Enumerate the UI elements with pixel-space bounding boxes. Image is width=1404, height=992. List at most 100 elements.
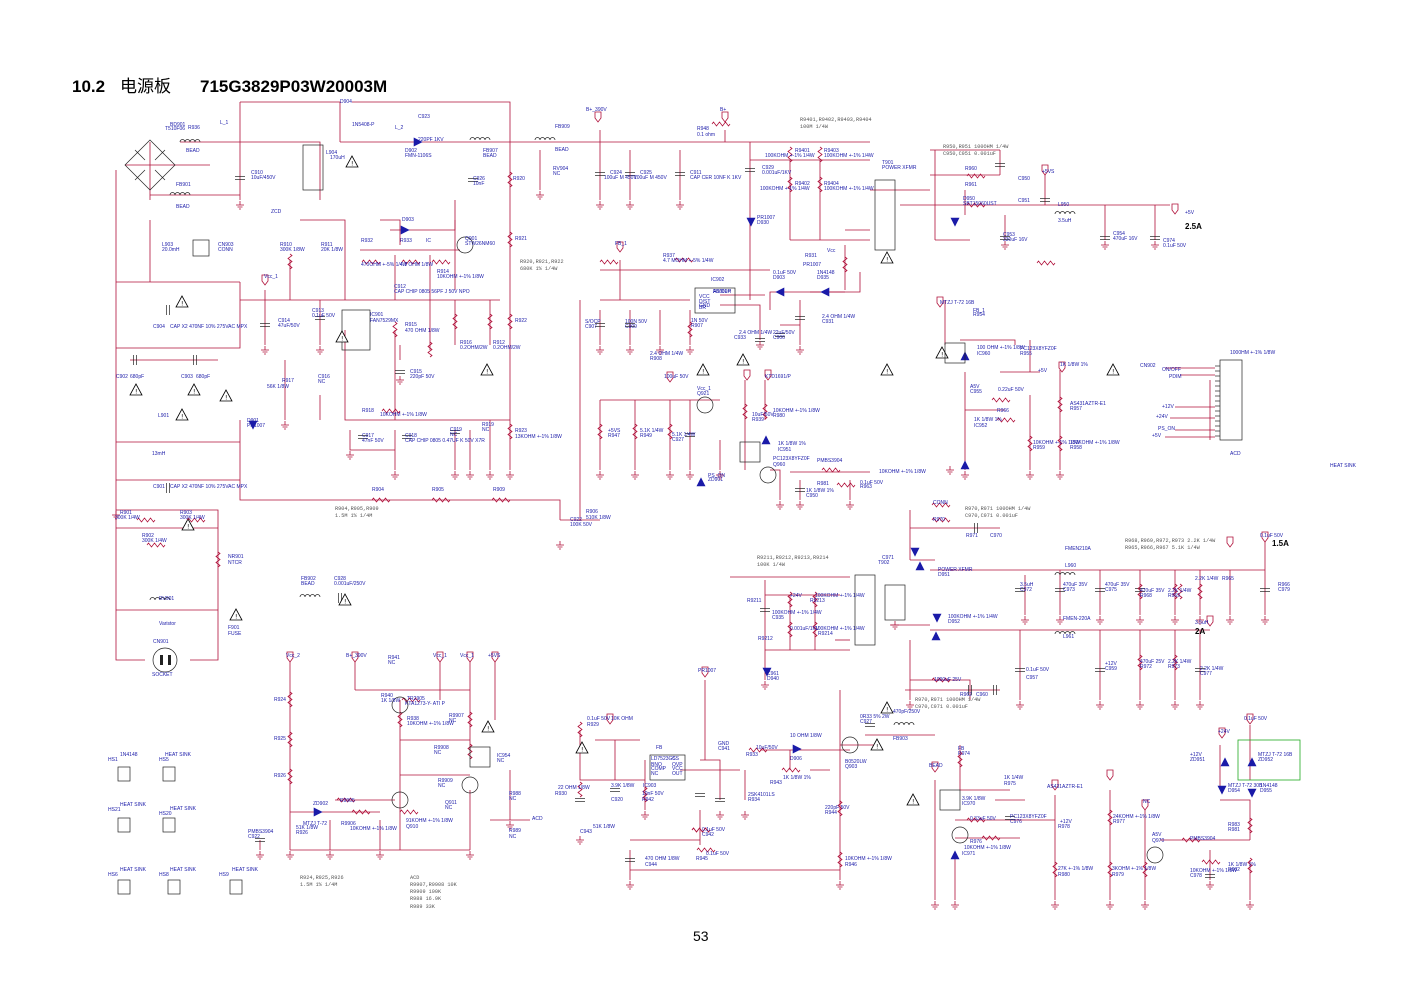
component-label: 3.5uH [1195, 620, 1209, 626]
component-label: C955 [970, 389, 982, 395]
component-label: NC [651, 771, 659, 777]
component-label: HS1 [108, 757, 118, 763]
note-text: C970,C971 0.001uF [915, 704, 968, 710]
component-label: IC970 [962, 801, 976, 807]
component-label: CS [672, 756, 680, 762]
resistor-symbol [821, 467, 841, 473]
component-label: MTZJ T-72 [303, 821, 327, 827]
rail-pin [466, 651, 474, 663]
resistor-symbol [401, 697, 421, 703]
component-label: D951 [938, 572, 950, 578]
ground-symbol [576, 836, 584, 845]
component-label: C950 [1018, 176, 1030, 182]
component-label: ZD901 [708, 477, 723, 483]
title-part: 715G3829P03W20003M [200, 77, 387, 96]
rail-pin [1106, 769, 1114, 781]
component-label: R988 [509, 791, 521, 797]
inductor-symbol [169, 192, 191, 196]
component-label: R937 [663, 253, 675, 259]
component-label: R911 [321, 242, 333, 248]
component-label: 3.9K 1/8W [611, 783, 635, 789]
component-label: C924 [610, 170, 622, 176]
component-label: R926 [296, 830, 308, 836]
component-label: PDIM [1169, 374, 1182, 380]
component-label: PR1007 [757, 215, 775, 221]
resistor-symbol [787, 591, 793, 608]
component-label: 0.001uF/1KV [790, 626, 820, 632]
optocoupler-symbol [944, 342, 966, 364]
warning-icon-mark: ! [344, 599, 346, 606]
diode-symbol [248, 420, 258, 430]
component-label: BNO [651, 762, 662, 768]
component-label: SOCKET [152, 672, 173, 678]
component-label: 0R33 5% 2W [860, 714, 890, 720]
ground-symbol [486, 471, 494, 480]
ground-symbol [1016, 701, 1024, 710]
component-label: 300K 1/4W [142, 538, 167, 544]
component-label: PMBS3904 [817, 458, 843, 464]
diode-symbol [932, 613, 942, 623]
component-label: R959 [1033, 445, 1045, 451]
component-label: LD7523GS [651, 756, 676, 762]
component-label: Q910 [406, 824, 418, 830]
current-24v: 1.5A [1272, 539, 1289, 548]
resistor-symbol [674, 257, 694, 263]
resistor-symbol [1172, 654, 1178, 671]
ground-symbol [1136, 616, 1144, 625]
component-label: 10K OHM [611, 716, 633, 722]
rail-pin [1226, 536, 1234, 548]
component-label: R980 [773, 413, 785, 419]
component-label: FMN-1106S [405, 153, 432, 159]
component-label: 0.1uF 50V [702, 827, 726, 833]
resistor-symbol [836, 482, 856, 488]
component-label: 2.4 OHM 1/4W [650, 351, 683, 357]
resistor-symbol [431, 259, 451, 265]
component-label: HS21 [108, 807, 121, 813]
component-label: 5.1K 1/4W [640, 428, 664, 434]
component-label: C923 [418, 114, 430, 120]
component-label: PS_ON [1158, 426, 1175, 432]
component-label: 150KOHM +-1% 1/8W [1070, 440, 1120, 446]
component-label: 0.1uF 50V [1260, 533, 1284, 539]
component-label: R936 [188, 125, 200, 131]
component-label: R971 [966, 533, 978, 539]
component-label: 1K 1/8W 1% [783, 775, 811, 781]
warning-icon [181, 518, 195, 531]
resistor-symbol [991, 397, 1011, 403]
component-label: 300K 1/4W [115, 515, 140, 521]
rail-pin [1218, 727, 1226, 739]
component-label: 0.1 ohm [697, 132, 715, 138]
component-label: C915 [410, 369, 422, 375]
component-label: A6069H [713, 289, 731, 295]
ground-symbol [676, 201, 684, 210]
component-label: R929 [587, 722, 599, 728]
component-label: R9906 [341, 821, 356, 827]
resistor-symbol [487, 313, 493, 330]
component-label: HEAT SINK [170, 867, 197, 873]
component-label: 220pF 50V [410, 374, 435, 380]
component-label: 0.1uF 50V [312, 313, 336, 319]
component-label: D935 [817, 275, 829, 281]
resistor-symbol [966, 817, 986, 823]
resistor-symbol [1107, 861, 1113, 878]
note-text: ACD [410, 875, 419, 881]
inductor-symbol [1054, 631, 1076, 635]
inductor-symbol [179, 139, 201, 143]
component-label: RV901 [159, 596, 174, 602]
component-label: L901 [158, 413, 169, 419]
component-label: C953 [1003, 232, 1015, 238]
resistor-symbol [1107, 809, 1113, 826]
ground-symbol [1141, 901, 1149, 910]
component-label: 1K 1/8W 1% [806, 488, 834, 494]
ground-symbol [506, 471, 514, 480]
component-label: ACD [532, 816, 543, 822]
diode-symbol [910, 547, 920, 557]
warning-icon-mark: ! [912, 799, 914, 806]
component-label: FB902 [301, 576, 316, 582]
component-label: FAN7529MX [370, 318, 399, 324]
component-label: PC123X8YFZ0F [1010, 814, 1047, 820]
component-label: 100uF M 450V [634, 175, 667, 181]
inductor-symbol [299, 594, 321, 598]
component-label: TR2905 [407, 696, 425, 702]
